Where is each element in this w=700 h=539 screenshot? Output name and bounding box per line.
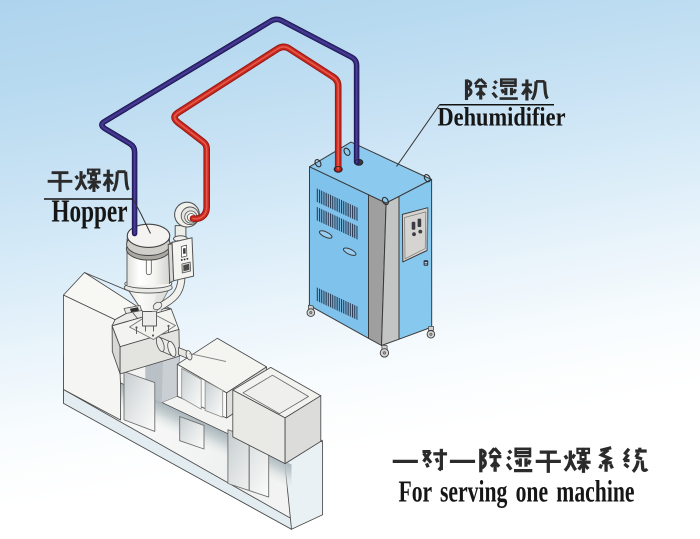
svg-text:For serving one machine: For serving one machine [399,474,635,509]
svg-text:Hopper: Hopper [52,194,128,229]
svg-text:Dehumidifier: Dehumidifier [438,103,566,132]
